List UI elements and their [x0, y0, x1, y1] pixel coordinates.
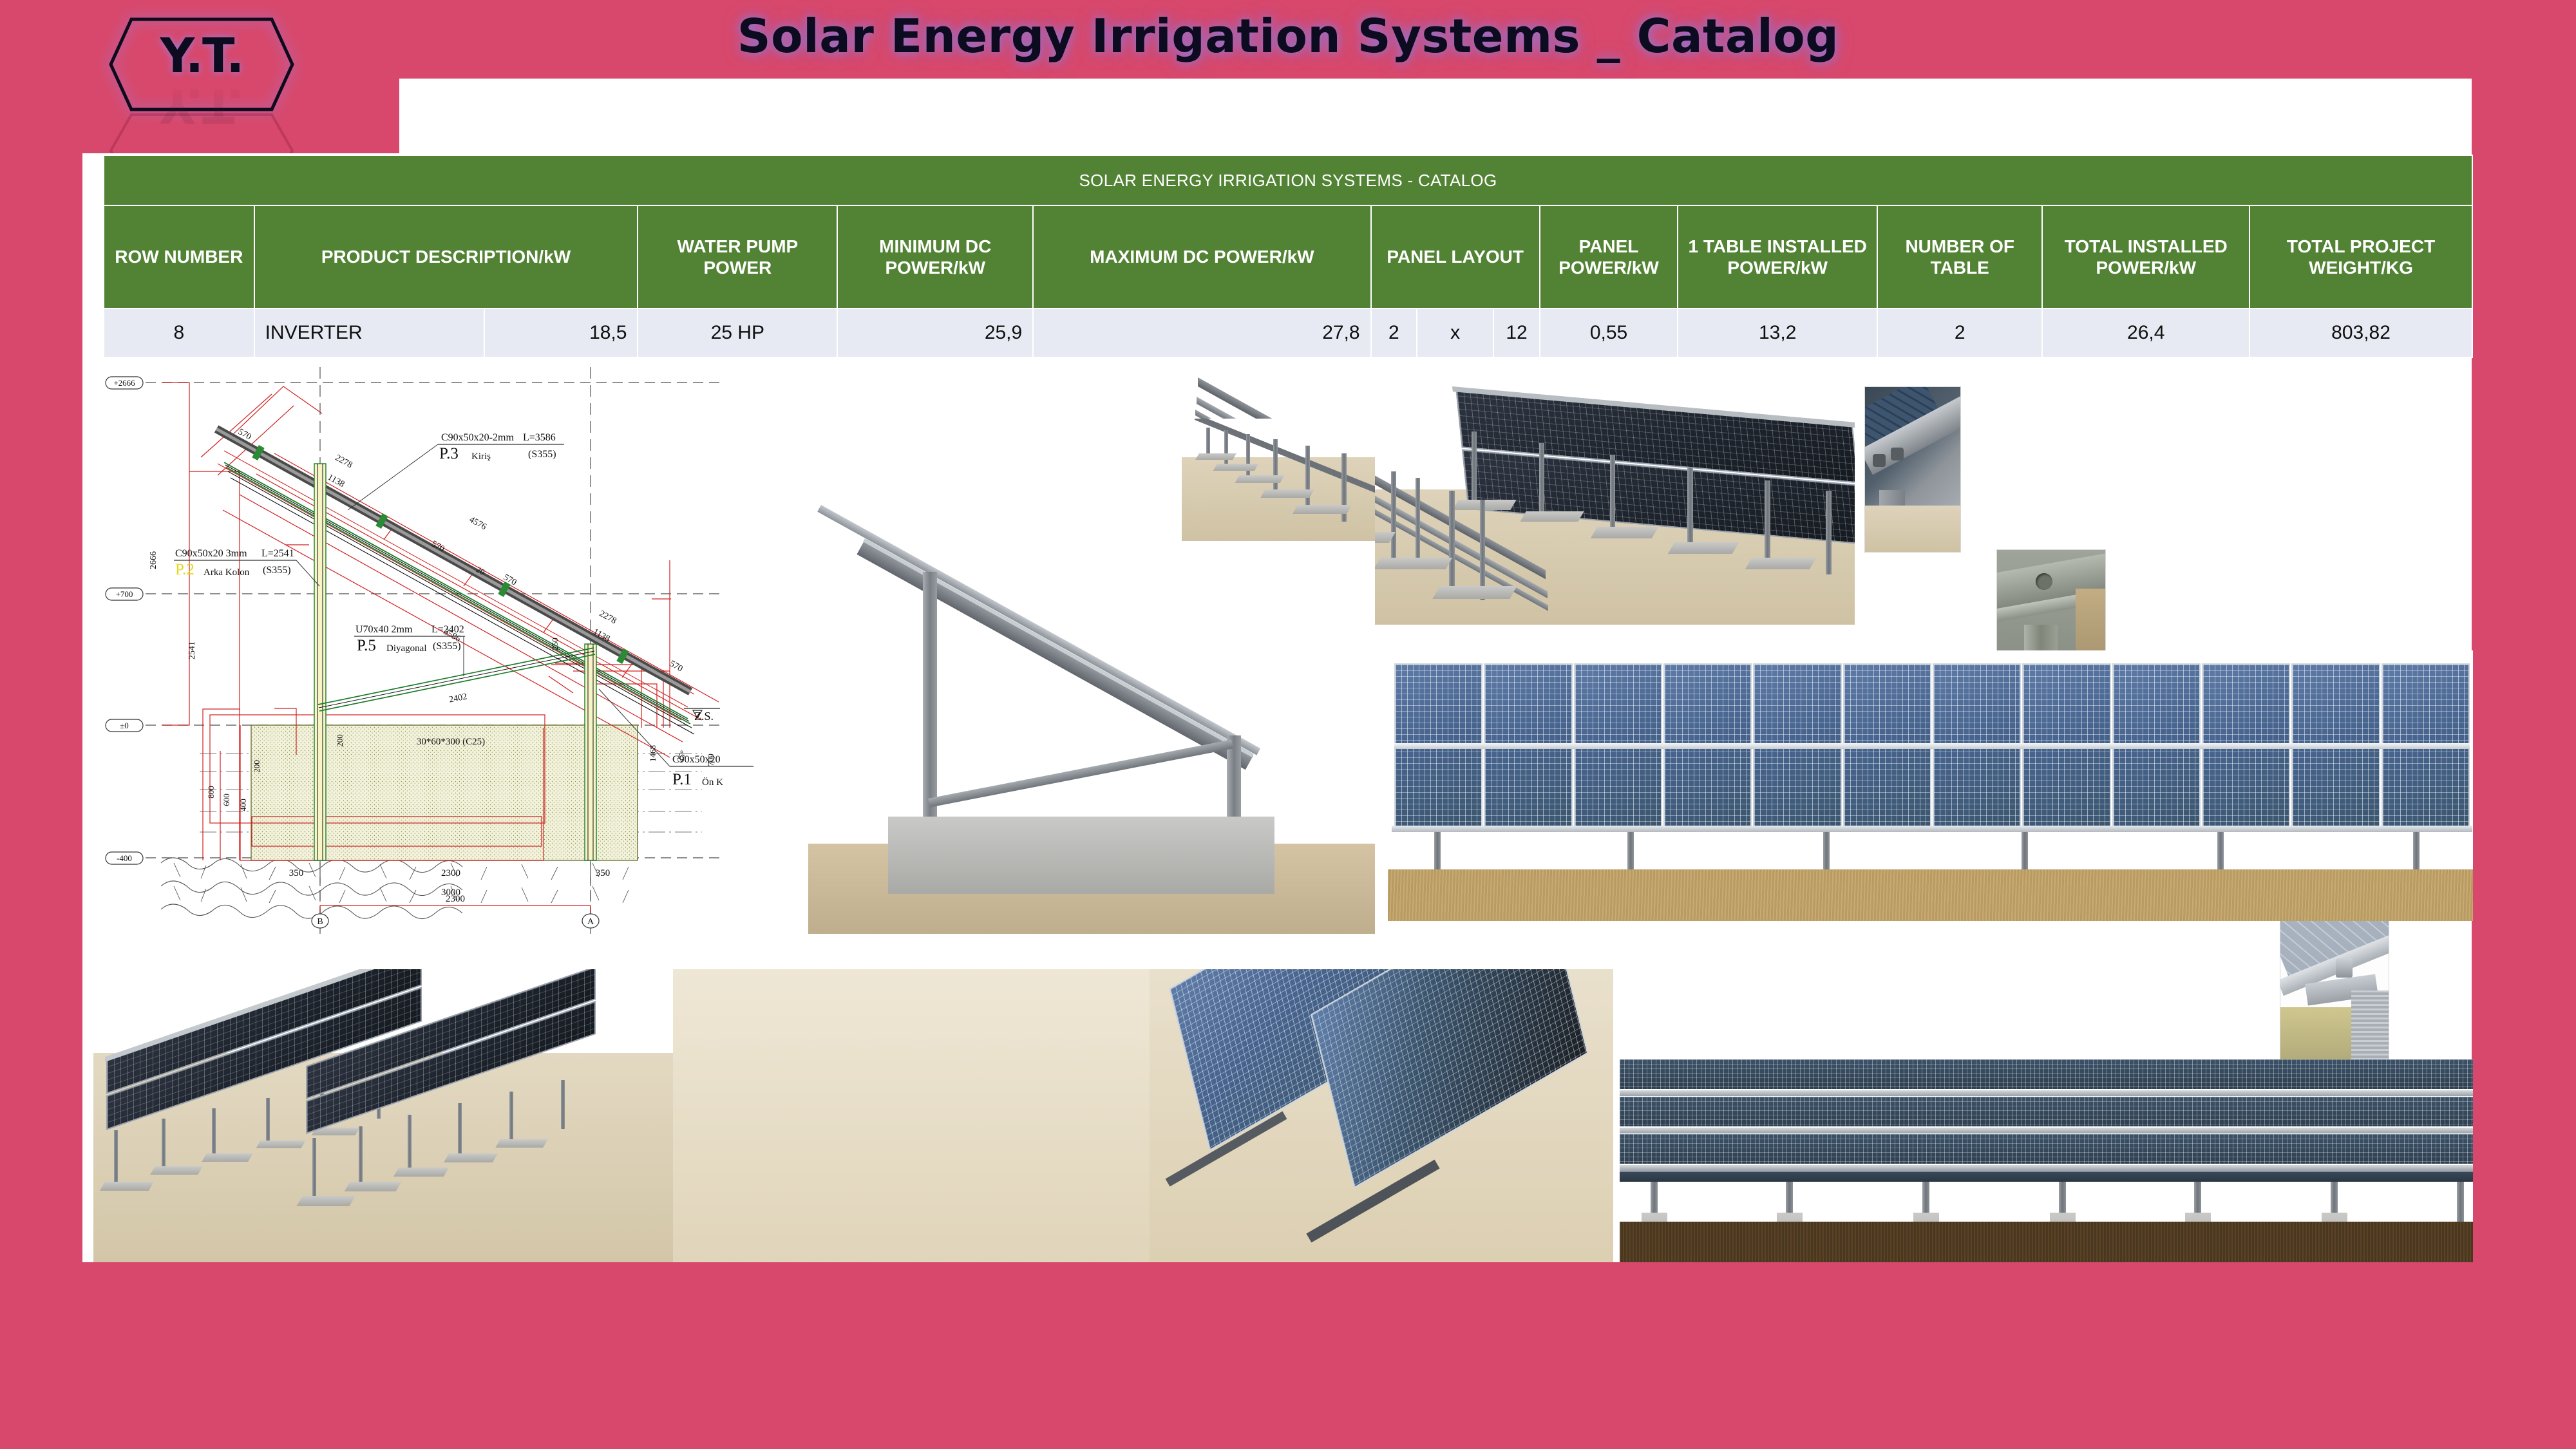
- table-band-row: SOLAR ENERGY IRRIGATION SYSTEMS - CATALO…: [103, 155, 2473, 206]
- svg-text:700: 700: [706, 753, 715, 766]
- svg-text:2278: 2278: [334, 453, 354, 471]
- render-tables-rear-isometric: [93, 969, 673, 1262]
- render-table-front-elevation: [1388, 650, 2473, 921]
- svg-text:A: A: [587, 917, 594, 927]
- svg-text:P.5: P.5: [357, 637, 376, 654]
- cell-product-description: INVERTER: [253, 308, 486, 358]
- logo-text: Y.T.: [160, 28, 245, 84]
- svg-text:Diyagonal: Diyagonal: [386, 643, 426, 654]
- svg-text:+2666: +2666: [113, 378, 135, 388]
- section-drawing-svg: +2666 +700 ±0 -400: [105, 367, 753, 934]
- svg-text:250: 250: [550, 638, 560, 650]
- svg-text:C90x50x20: C90x50x20: [672, 754, 721, 765]
- col-header-panel-power: PANEL POWER/kW: [1539, 205, 1679, 309]
- svg-text:(S355): (S355): [263, 565, 291, 576]
- svg-text:Ön K: Ön K: [702, 777, 723, 788]
- svg-text:800: 800: [206, 786, 216, 799]
- col-header-minimum-dc-power: MINIMUM DC POWER/kW: [837, 205, 1034, 309]
- svg-text:+700: +700: [116, 589, 133, 599]
- svg-text:350: 350: [289, 868, 304, 878]
- company-logo: Y.T. Y.T.: [108, 3, 301, 188]
- svg-text:2541: 2541: [187, 641, 197, 659]
- svg-text:2278: 2278: [598, 609, 618, 627]
- svg-text:2300: 2300: [441, 868, 460, 878]
- col-header-row-number: ROW NUMBER: [103, 205, 255, 309]
- svg-text:L=2402: L=2402: [431, 624, 464, 635]
- detail-end-clamp-bracket: [2280, 893, 2389, 1065]
- svg-text:P.2: P.2: [175, 561, 194, 578]
- svg-text:±0: ±0: [120, 721, 129, 730]
- table-band-title: SOLAR ENERGY IRRIGATION SYSTEMS - CATALO…: [103, 155, 2473, 206]
- col-header-product-description: PRODUCT DESCRIPTION/kW: [253, 205, 639, 309]
- svg-text:C90x50x20-2mm: C90x50x20-2mm: [441, 432, 514, 443]
- svg-text:Arka Kolon: Arka Kolon: [204, 567, 250, 578]
- cell-panel-power: 0,55: [1539, 308, 1679, 358]
- svg-text:4576: 4576: [468, 515, 488, 533]
- svg-text:20: 20: [475, 564, 487, 576]
- svg-text:2300: 2300: [446, 894, 465, 904]
- svg-text:(S355): (S355): [528, 449, 556, 460]
- col-header-water-pump-power: WATER PUMP POWER: [637, 205, 838, 309]
- svg-text:B: B: [317, 917, 323, 927]
- svg-text:30*60*300 (C25): 30*60*300 (C25): [417, 737, 485, 747]
- table-header-row: ROW NUMBER PRODUCT DESCRIPTION/kW WATER …: [103, 205, 2473, 309]
- cell-panel-layout-separator: x: [1416, 308, 1495, 358]
- cell-panel-layout-rows: 2: [1370, 308, 1418, 358]
- col-header-total-project-weight: TOTAL PROJECT WEIGHT/KG: [2249, 205, 2473, 309]
- svg-text:-400: -400: [117, 853, 132, 863]
- col-header-total-installed-power: TOTAL INSTALLED POWER/kW: [2041, 205, 2251, 309]
- col-header-panel-layout: PANEL LAYOUT: [1370, 205, 1540, 309]
- cell-maximum-dc-power: 27,8: [1032, 308, 1372, 358]
- cell-water-pump-power: 25 HP: [637, 308, 838, 358]
- render-single-table-side-elevation: [808, 419, 1375, 934]
- svg-text:2666: 2666: [149, 551, 158, 569]
- svg-text:Z.S.: Z.S.: [694, 710, 714, 723]
- col-header-number-of-table: NUMBER OF TABLE: [1877, 205, 2043, 309]
- page-title: Solar Energy Irrigation Systems _ Catalo…: [737, 9, 1839, 63]
- svg-text:25°: 25°: [674, 749, 688, 764]
- svg-text:(S355): (S355): [433, 641, 461, 652]
- cell-total-project-weight: 803,82: [2249, 308, 2473, 358]
- catalog-table: SOLAR ENERGY IRRIGATION SYSTEMS - CATALO…: [103, 155, 2473, 358]
- cell-product-value: 18,5: [484, 308, 639, 358]
- render-frame-wireframe: [673, 969, 1150, 1262]
- svg-text:L=2541: L=2541: [261, 548, 294, 559]
- hexagon-icon: [109, 17, 294, 111]
- svg-text:350: 350: [596, 868, 611, 878]
- svg-text:200: 200: [335, 734, 345, 747]
- cell-panel-layout-cols: 12: [1493, 308, 1540, 358]
- logo-text-reflection: Y.T.: [160, 77, 243, 133]
- cell-row-number: 8: [103, 308, 255, 358]
- render-panels-topview: [1150, 969, 1613, 1262]
- svg-text:Kiriş: Kiriş: [471, 451, 491, 462]
- svg-text:1468: 1468: [648, 745, 658, 762]
- col-header-one-table-installed-power: 1 TABLE INSTALLED POWER/kW: [1677, 205, 1879, 309]
- cell-minimum-dc-power: 25,9: [837, 308, 1034, 358]
- cell-total-installed-power: 26,4: [2041, 308, 2251, 358]
- cell-one-table-installed-power: 13,2: [1677, 308, 1879, 358]
- svg-text:3000: 3000: [441, 887, 460, 898]
- svg-text:C90x50x20 3mm: C90x50x20 3mm: [175, 548, 247, 559]
- svg-text:P.3: P.3: [439, 445, 459, 462]
- svg-text:400: 400: [238, 799, 248, 811]
- col-header-maximum-dc-power: MAXIMUM DC POWER/kW: [1032, 205, 1372, 309]
- render-array-front-elevation: [1620, 1059, 2473, 1262]
- cell-number-of-table: 2: [1877, 308, 2043, 358]
- svg-text:L=3586: L=3586: [523, 432, 556, 443]
- table-row: 8 INVERTER 18,5 25 HP 25,9 27,8 2 x 12 0…: [103, 308, 2473, 358]
- svg-text:570: 570: [668, 659, 685, 674]
- svg-text:2402: 2402: [448, 692, 468, 705]
- svg-text:P.1: P.1: [672, 771, 692, 788]
- svg-text:600: 600: [222, 793, 231, 806]
- svg-text:U70x40 2mm: U70x40 2mm: [355, 624, 413, 635]
- svg-text:200: 200: [252, 760, 261, 773]
- technical-section-drawing: +2666 +700 ±0 -400: [103, 367, 753, 934]
- detail-rail-bolt-connection: [1864, 386, 1961, 553]
